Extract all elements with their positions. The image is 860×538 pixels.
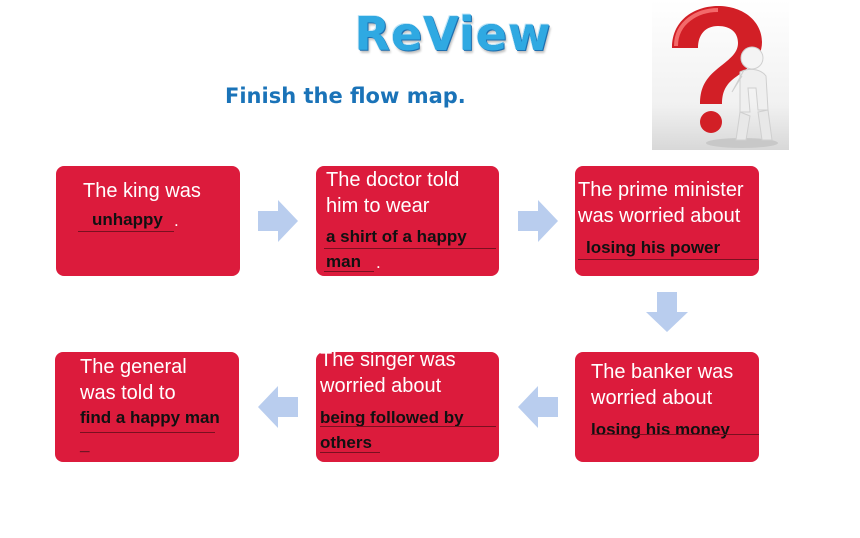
step-prompt-line1: The doctor told [326,169,460,191]
step-prompt-line2: him to wear [326,195,430,217]
arrow-left-icon [518,386,558,428]
question-mark-figure-icon [652,0,789,150]
step-prompt-line1: The singer was [320,349,456,371]
step-prompt-line1: The banker was [591,361,734,383]
answer-underline [324,271,374,272]
flow-step-singer: The singer was worried about being follo… [316,349,499,462]
step-prompt: The king was [83,180,201,202]
flow-step-banker: The banker was worried about losing his … [575,352,759,462]
arrow-right-icon [258,200,298,242]
flow-step-king: The king was unhappy . [56,166,240,276]
step-answer: losing his money [591,420,730,439]
step-answer: losing his power [586,238,721,257]
answer-underline [320,452,380,453]
step-answer: unhappy [92,210,163,229]
answer-underline [591,434,759,435]
arrow-left-icon [258,386,298,428]
answer-underline [320,426,496,427]
step-answer-line2: others [320,433,372,452]
answer-underline [78,231,174,232]
page-subtitle: Finish the flow map. [225,84,466,108]
flow-step-prime-minister: The prime minister was worried about los… [575,166,759,276]
step-answer: find a happy man [80,408,220,427]
answer-underline [324,248,496,249]
step-suffix: . [174,211,179,230]
answer-underline [80,432,215,433]
step-prompt-line2: was told to [80,382,176,404]
step-prompt-line2: was worried about [578,205,741,227]
flow-step-general: The general was told to find a happy man… [55,352,239,462]
step-suffix: . [376,253,381,272]
step-prompt-line1: The general [80,356,187,378]
step-prompt-line1: The prime minister [578,179,744,201]
answer-underline [578,259,758,260]
step-answer-line1: being followed by [320,408,464,427]
arrow-right-icon [518,200,558,242]
step-prompt-line2: worried about [591,387,713,409]
step-prompt-line2: worried about [320,375,442,397]
step-answer-extra: _ [80,435,90,454]
arrow-down-icon [646,292,688,332]
step-answer-line1: a shirt of a happy [326,227,467,246]
step-answer-line2: man [326,252,361,271]
flow-step-doctor: The doctor told him to wear a shirt of a… [316,166,499,276]
review-title: ReView [354,7,552,61]
